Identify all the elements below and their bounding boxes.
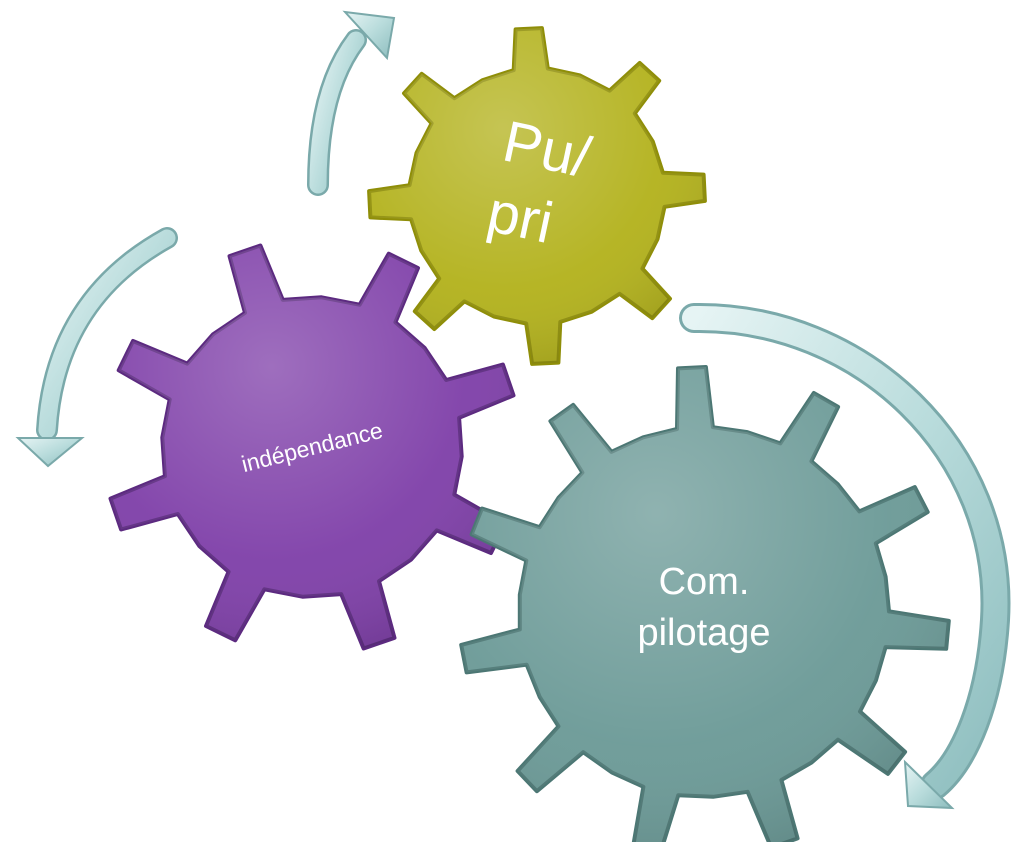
- gear-label-pilotage: pilotage: [637, 612, 770, 654]
- gear-label-com: Com.: [659, 561, 750, 603]
- gear-label-pri: pri: [482, 179, 559, 256]
- gear-independance: [108, 243, 516, 651]
- curved-arrow-top: [307, 10, 396, 196]
- gear-highlight: [369, 28, 705, 364]
- curved-arrow-left: [15, 227, 178, 468]
- gear-pu-pri: [367, 26, 707, 366]
- gear-highlight: [461, 367, 949, 842]
- gear-highlight: [110, 245, 514, 649]
- curved-arrow-right: [679, 302, 1011, 810]
- gear-com-pilotage: [459, 365, 951, 842]
